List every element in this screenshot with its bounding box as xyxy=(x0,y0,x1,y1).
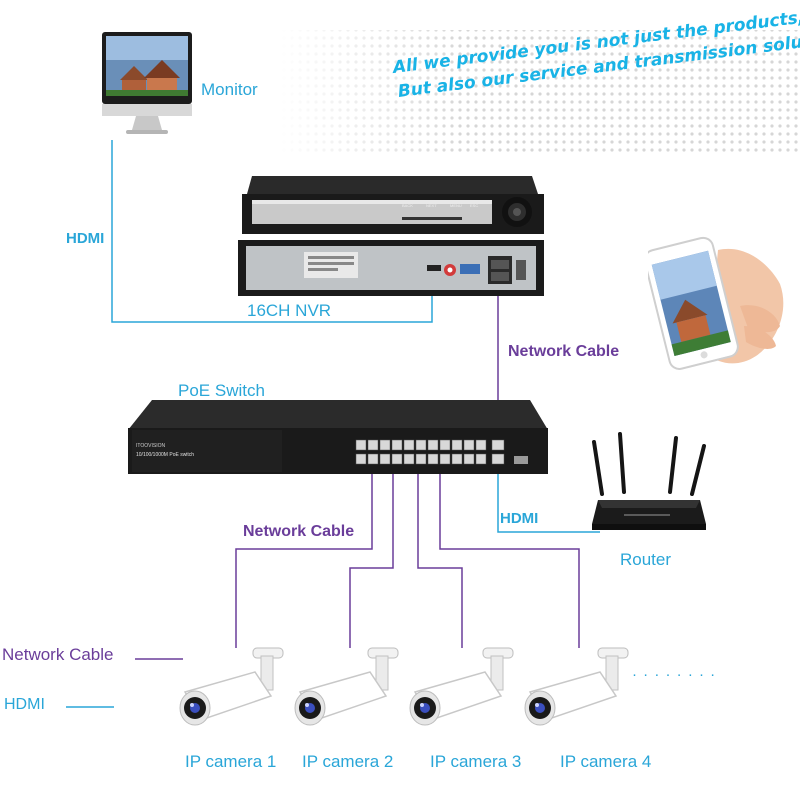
nvr-button-label-menu: MENU xyxy=(450,203,462,208)
network-cable-label-cameras: Network Cable xyxy=(243,523,355,540)
network-line-camera-4 xyxy=(439,470,580,648)
nvr-button-label-next: NEXT xyxy=(426,203,437,208)
switch-model-text: 10/100/1000M PoE switch xyxy=(136,452,195,458)
camera-4-label: IP camera 4 xyxy=(560,752,652,771)
camera-2-image xyxy=(294,647,399,726)
network-line-camera-3 xyxy=(417,470,463,648)
router-image xyxy=(592,432,706,530)
router-label: Router xyxy=(620,550,672,569)
phone-image xyxy=(648,236,784,370)
halftone-background xyxy=(280,30,800,155)
hdmi-line-switch-router xyxy=(497,470,600,533)
hdmi-label-router: HDMI xyxy=(500,510,539,527)
camera-1-label: IP camera 1 xyxy=(185,752,277,771)
nvr-button-label-back: BACK xyxy=(402,203,413,208)
poe-switch-label: PoE Switch xyxy=(178,381,265,400)
camera-1-image xyxy=(179,647,284,726)
switch-brand-text: ITOOVISION xyxy=(136,443,166,449)
hdmi-label-monitor: HDMI xyxy=(66,230,105,247)
camera-3-image xyxy=(409,647,514,726)
more-cameras-indicator: · · · · · · · · xyxy=(632,666,717,683)
network-line-camera-1 xyxy=(235,470,373,648)
monitor-label: Monitor xyxy=(201,80,258,99)
network-line-camera-2 xyxy=(349,470,394,648)
camera-2-label: IP camera 2 xyxy=(302,752,394,771)
nvr-image xyxy=(238,176,544,296)
hdmi-line-monitor-nvr xyxy=(111,140,433,323)
network-cable-label-nvr: Network Cable xyxy=(508,343,620,360)
legend-network-cable-label: Network Cable xyxy=(2,645,114,664)
nvr-label: 16CH NVR xyxy=(247,301,332,320)
poe-switch-image xyxy=(128,400,548,474)
nvr-button-label-esc: ESC xyxy=(470,203,479,208)
legend-hdmi-label: HDMI xyxy=(4,696,45,713)
camera-4-image xyxy=(524,647,629,726)
camera-3-label: IP camera 3 xyxy=(430,752,522,771)
monitor-image xyxy=(102,32,192,134)
